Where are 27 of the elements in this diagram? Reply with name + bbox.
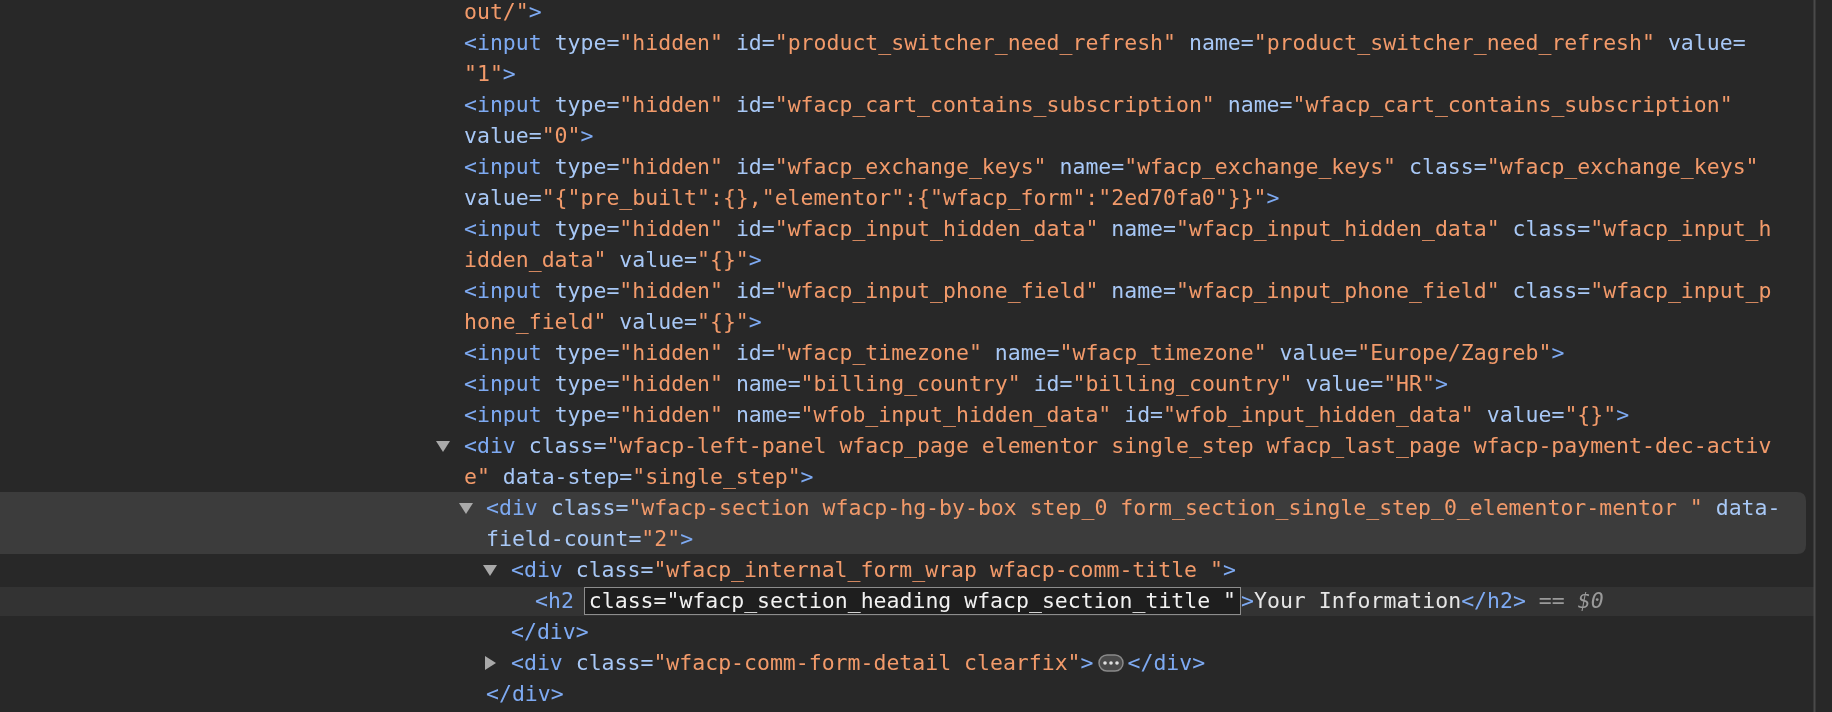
code-line: hone_field" value="{}"> xyxy=(464,309,762,335)
code-line: idden_data" value="{}"> xyxy=(464,247,762,273)
code-line: <h2 xyxy=(535,588,574,614)
code-line: "1"> xyxy=(464,61,516,87)
code-line: value="0"> xyxy=(464,123,594,149)
code-line: <input type="hidden" id="product_switcher_need_refresh" name="product_switcher_need_refresh" value= xyxy=(464,30,1746,56)
code-line: field-count="2"> xyxy=(486,526,694,552)
code-line: <div class="wfacp-section wfacp-hg-by-box step_0 form_section_single_step_0_elementor-mentor " data- xyxy=(486,495,1781,521)
code-line: >Your Information</h2> xyxy=(1241,588,1526,614)
code-line: </div> xyxy=(486,681,564,707)
code-line: </div> xyxy=(1127,650,1206,676)
code-line: <input type="hidden" id="wfacp_timezone" name="wfacp_timezone" value="Europe/Zagreb"> xyxy=(464,340,1565,366)
code-line: <input type="hidden" name="billing_country" id="billing_country" value="HR"> xyxy=(464,371,1448,397)
code-line: <div class="wfacp-left-panel wfacp_page elementor single_step wfacp_last_page wfacp-payment-dec-activ xyxy=(464,433,1772,459)
console-reference-text: == $0 xyxy=(1538,588,1604,614)
attribute-edit-field: class="wfacp_section_heading wfacp_section_title " xyxy=(583,587,1242,615)
code-line: <input type="hidden" id="wfacp_cart_contains_subscription" name="wfacp_cart_contains_subscription" xyxy=(464,92,1733,118)
code-line: <input type="hidden" id="wfacp_exchange_keys" name="wfacp_exchange_keys" class="wfacp_exchange_keys" xyxy=(464,154,1759,180)
code-line: <input type="hidden" id="wfacp_input_hidden_data" name="wfacp_input_hidden_data" class="wfacp_input_h xyxy=(464,216,1772,242)
code-line: <input type="hidden" id="wfacp_input_phone_field" name="wfacp_input_phone_field" class="wfacp_input_p xyxy=(464,278,1772,304)
code-line: <div class="wfacp-comm-form-detail clearfix"> xyxy=(511,650,1094,676)
code-line: value="{"pre_built":{},"elementor":{"wfacp_form":"2ed70fa0"}}"> xyxy=(464,185,1280,211)
code-line: <input type="hidden" name="wfob_input_hidden_data" id="wfob_input_hidden_data" value="{}"> xyxy=(464,402,1630,428)
code-line: e" data-step="single_step"> xyxy=(464,464,814,490)
code-line: </div> xyxy=(511,619,589,645)
code-line: out/"> xyxy=(464,0,542,25)
code-line: <div class="wfacp_internal_form_wrap wfacp-comm-title "> xyxy=(511,557,1236,583)
